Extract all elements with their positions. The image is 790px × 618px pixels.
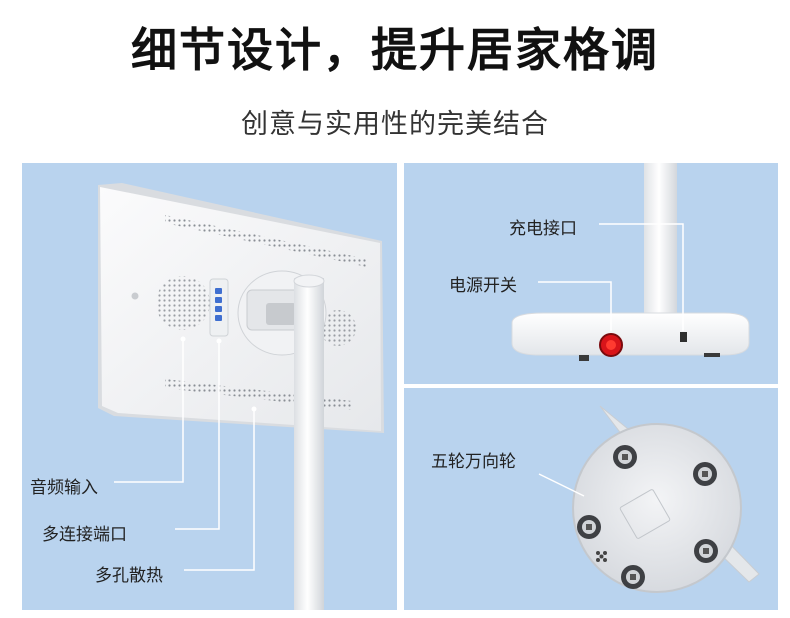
caster-wheel — [613, 445, 637, 469]
caster-wheel — [577, 515, 601, 539]
base-underside — [572, 423, 742, 593]
base-illustration — [511, 163, 750, 361]
charging-port-label: 充电接口 — [509, 219, 577, 239]
left-speaker-grille — [156, 276, 210, 330]
multi-ports-label: 多连接端口 — [42, 525, 127, 545]
caster-wheel — [694, 539, 718, 563]
audio-input-label: 音频输入 — [30, 478, 98, 498]
charging-port — [680, 332, 687, 342]
speaker-holes — [596, 551, 607, 562]
page-subtitle: 创意与实用性的完美结合 — [241, 109, 549, 140]
vents-leader — [184, 409, 255, 571]
stand-pole — [294, 278, 324, 610]
vent-holes-label: 多孔散热 — [95, 566, 163, 586]
power-switch-label: 电源开关 — [449, 276, 517, 296]
audio-input-leader — [114, 337, 184, 483]
caster-wheel — [621, 565, 645, 589]
caster-wheel — [693, 462, 717, 486]
casters-panel: 五轮万向轮 — [404, 388, 778, 610]
power-switch-leader — [538, 281, 612, 331]
casters-leader — [538, 473, 585, 497]
ports-leader — [175, 339, 220, 530]
charging-port-leader — [599, 223, 684, 331]
stand-pole — [644, 163, 677, 321]
top-vent-holes — [165, 215, 367, 267]
monitor-back-illustration — [98, 183, 384, 610]
base-body — [511, 312, 750, 356]
monitor-button — [131, 292, 139, 300]
casters-label: 五轮万向轮 — [431, 452, 516, 472]
casters-illustration — [538, 405, 760, 593]
page-title: 细节设计，提升居家格调 — [131, 23, 659, 77]
right-speaker-grille — [320, 310, 356, 346]
base-detail-panel: 充电接口 电源开关 — [404, 163, 778, 384]
monitor-back-panel: 音频输入 多连接端口 多孔散热 — [22, 163, 397, 610]
